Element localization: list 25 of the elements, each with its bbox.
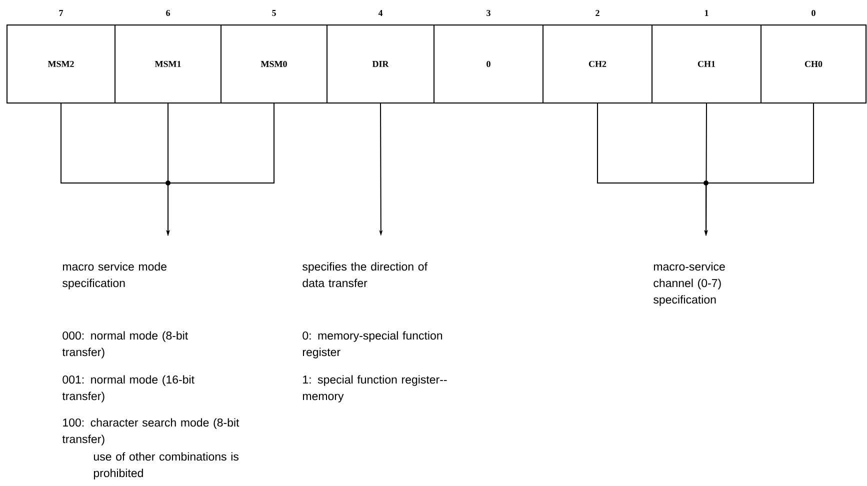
register-cell: DIR <box>326 24 434 104</box>
bit-number: 4 <box>378 10 383 16</box>
bit-number: 6 <box>166 10 170 16</box>
register-cell: 0 <box>434 24 544 104</box>
bit-number: 2 <box>596 10 600 16</box>
description-text: specifies the direction of data transfer <box>302 262 428 288</box>
note-text: 000: normal mode (8-bit transfer) <box>62 331 188 358</box>
note-text: 100: character search mode (8-bit transfer) <box>62 418 240 446</box>
note-text: 1: special function register--memory <box>302 375 447 402</box>
description-text: macro-service channel (0-7) specification <box>654 262 725 306</box>
register-cell: CH1 <box>652 24 762 104</box>
bit-number: 5 <box>272 10 276 16</box>
description-text: macro service mode specification <box>62 262 166 290</box>
register-cell: MSM2 <box>6 24 116 104</box>
bit-number: 0 <box>812 10 816 16</box>
bit-number: 3 <box>486 10 490 16</box>
note-text: use of other combinations is prohibited <box>94 452 238 480</box>
note-text: 001: normal mode (16-bit transfer) <box>62 375 194 402</box>
register-cell: CH0 <box>760 24 866 104</box>
register-cell: MSM1 <box>114 24 222 104</box>
register-cell: MSM0 <box>220 24 328 104</box>
bit-number: 1 <box>704 10 708 16</box>
bit-number: 7 <box>59 10 64 16</box>
register-cell: CH2 <box>542 24 652 104</box>
note-text: 0: memory-special function register <box>302 331 442 358</box>
